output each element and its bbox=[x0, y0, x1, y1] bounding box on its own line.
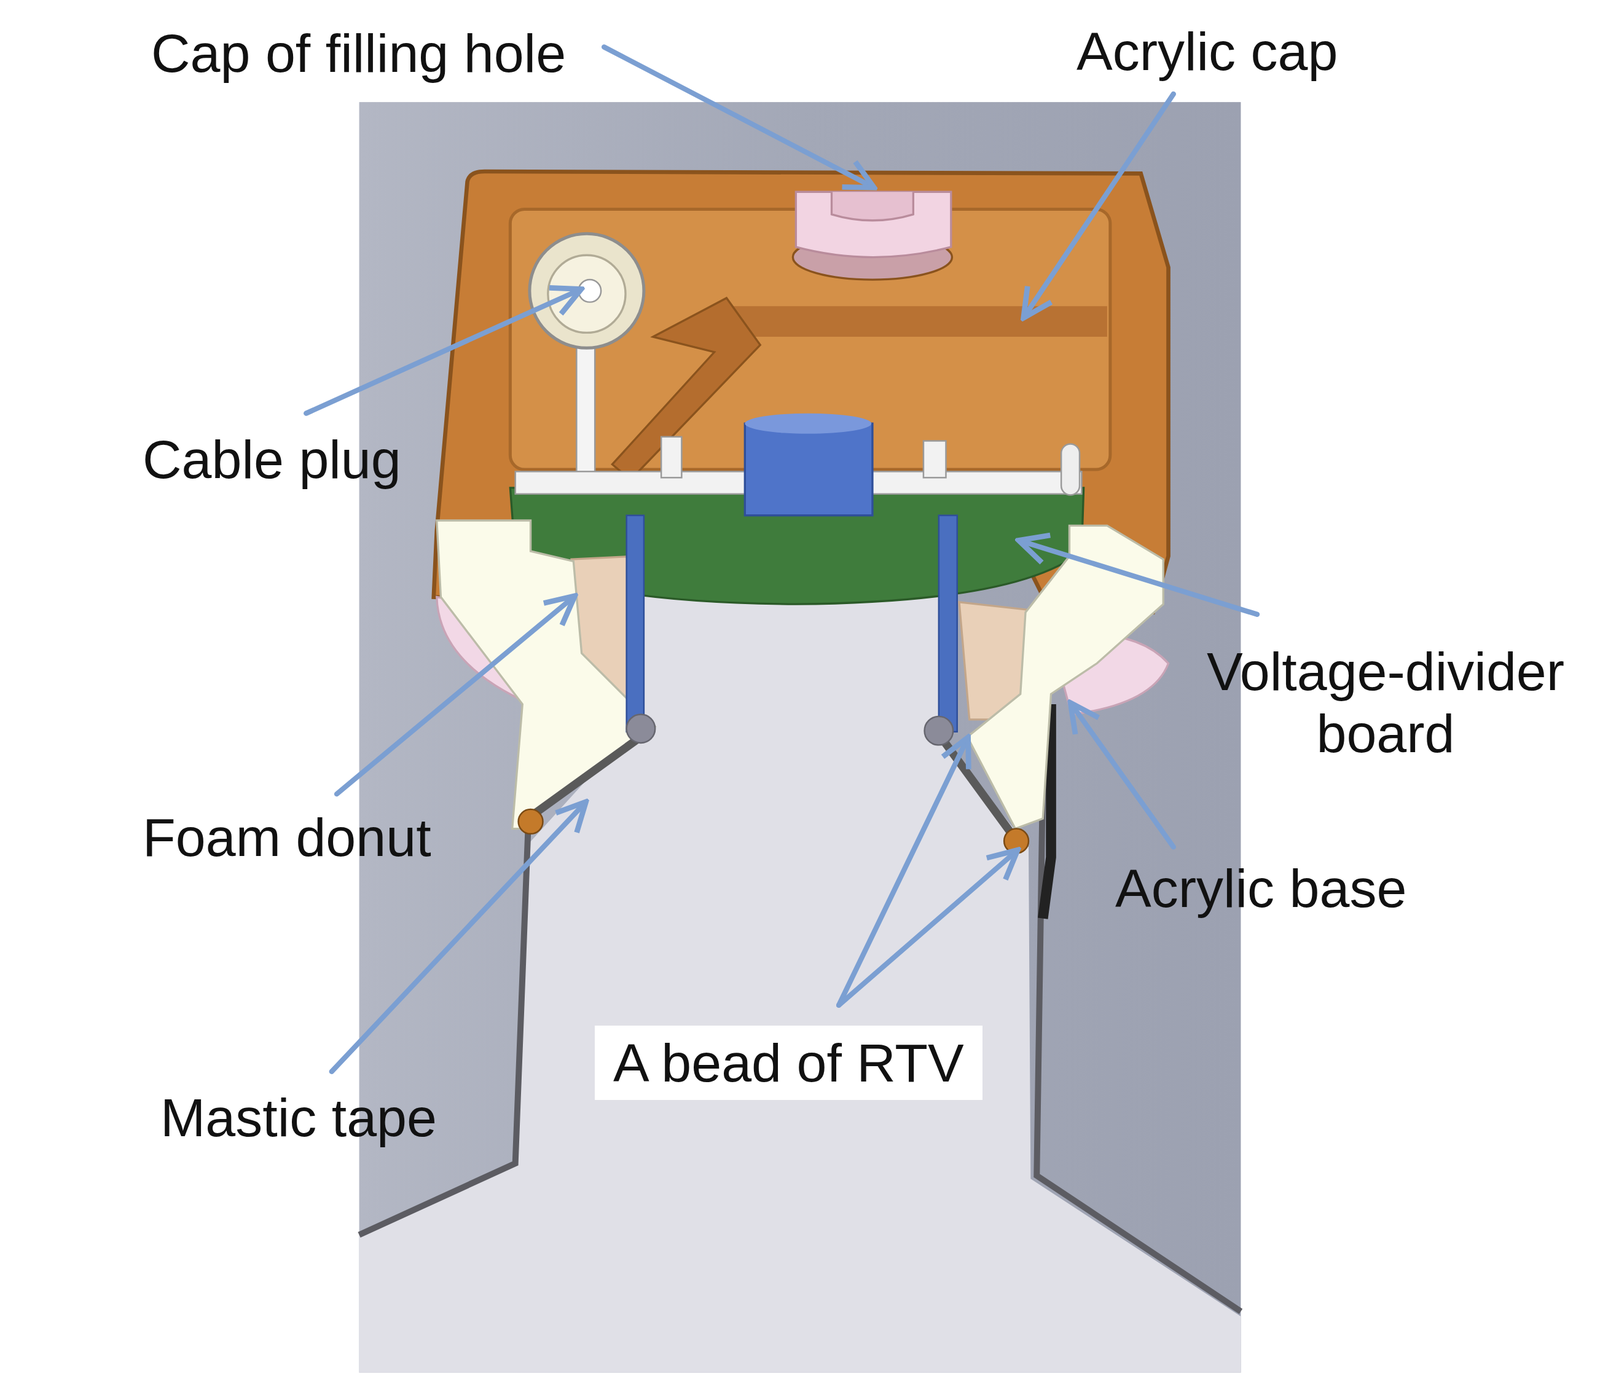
mastic-tape bbox=[940, 736, 1016, 839]
part-label: Voltage-divider board bbox=[1188, 640, 1583, 765]
cable-plug bbox=[529, 233, 644, 348]
pmt-glass-interior bbox=[359, 515, 1242, 1373]
acrylic-base bbox=[436, 520, 655, 829]
part-label: Acrylic base bbox=[1115, 857, 1407, 920]
leader-line bbox=[1020, 540, 1258, 615]
cap-rib bbox=[611, 298, 761, 480]
leader-line bbox=[838, 738, 968, 1005]
leader-line bbox=[838, 850, 1017, 1006]
cap-ridge bbox=[714, 305, 1108, 337]
rtv-bead bbox=[626, 714, 656, 744]
acrylic-cap-body bbox=[433, 171, 1169, 612]
pmt-neck-wall bbox=[626, 515, 644, 732]
part-label: A bead of RTV bbox=[594, 1025, 983, 1100]
background-panel bbox=[359, 101, 1242, 1373]
board-component bbox=[661, 436, 682, 478]
leader-line bbox=[1071, 704, 1174, 848]
part-label: Mastic tape bbox=[160, 1086, 437, 1149]
mastic-bead bbox=[518, 809, 544, 834]
part-label: Cable plug bbox=[142, 428, 402, 491]
rtv-bead bbox=[924, 716, 954, 746]
pmt-neck-wall bbox=[938, 515, 958, 732]
glass-wall bbox=[359, 816, 530, 1236]
board-capacitor bbox=[744, 423, 873, 515]
cable-plug-stem bbox=[576, 336, 595, 480]
leader-line bbox=[603, 46, 873, 187]
cable-plug-ring bbox=[548, 254, 626, 333]
acrylic-base bbox=[967, 525, 1164, 829]
leader-line bbox=[305, 290, 580, 414]
board-component bbox=[1061, 443, 1080, 495]
board-capacitor-top bbox=[744, 413, 872, 434]
part-label: Acrylic cap bbox=[1076, 20, 1338, 83]
part-label: Cap of filling hole bbox=[151, 22, 566, 85]
glass-wall bbox=[1036, 775, 1241, 1312]
part-label: Foam donut bbox=[142, 806, 432, 869]
cable-plug-pin bbox=[578, 279, 602, 303]
leader-line bbox=[1024, 94, 1173, 317]
filling-hole-cap bbox=[831, 191, 914, 221]
board-component bbox=[923, 440, 947, 478]
leader-line bbox=[336, 597, 574, 795]
filling-hole-cap bbox=[795, 191, 951, 257]
